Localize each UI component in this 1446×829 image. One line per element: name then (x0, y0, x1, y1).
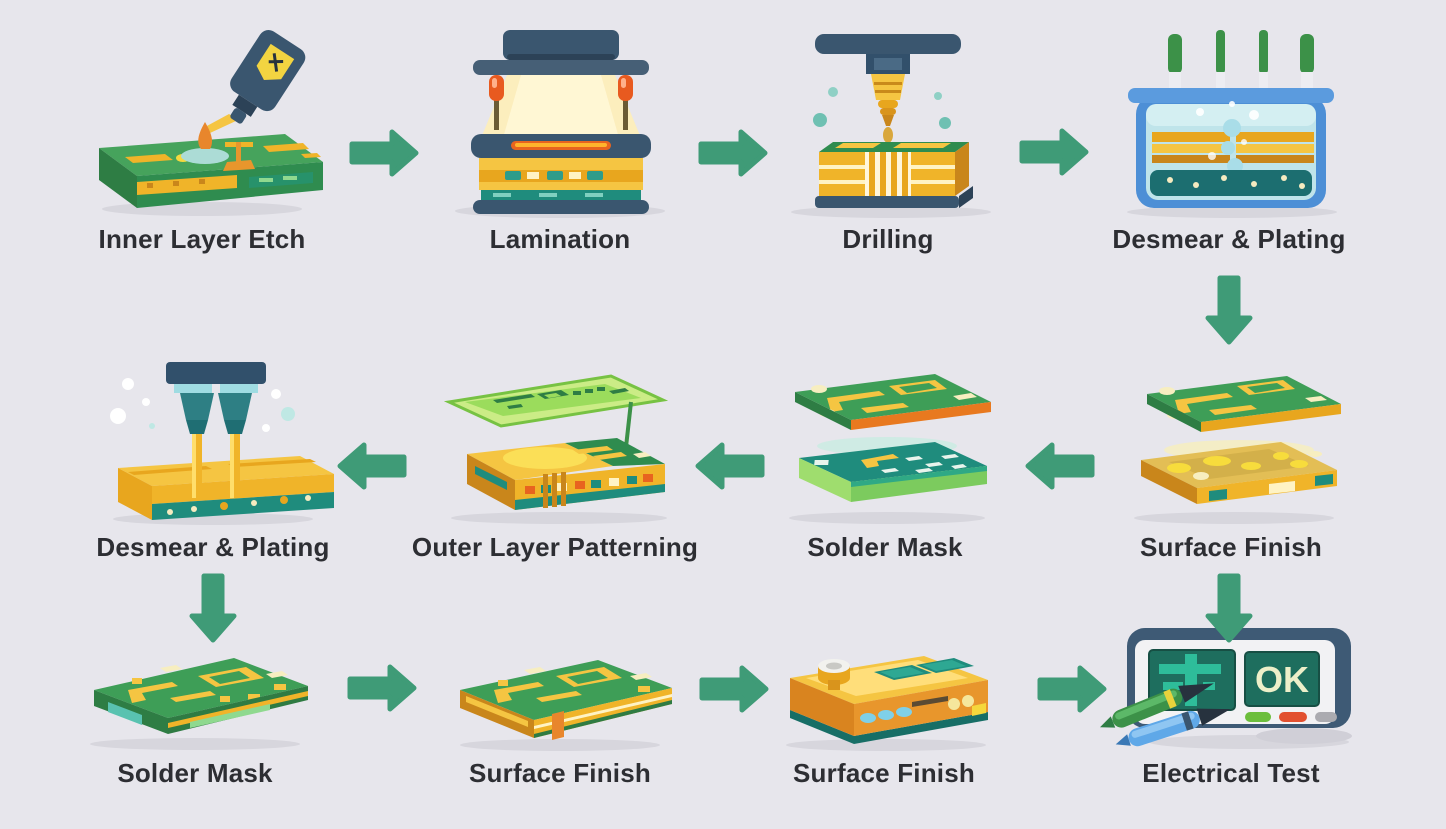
step-inner-layer-etch: Inner Layer Etch (27, 26, 377, 255)
step-desmear-plating-row1: Desmear & Plating (1054, 26, 1404, 255)
tester-with-probes-icon: OK (1099, 628, 1352, 749)
blue-probe-icon (1115, 708, 1230, 747)
exploded-boards-green-icon (789, 374, 991, 524)
film-over-board-icon (443, 374, 669, 524)
arrow-right-icon (346, 662, 418, 714)
arrow-right-icon (697, 127, 769, 179)
arrow-right-icon (348, 127, 420, 179)
step-desmear-plating-row2: Desmear & Plating (38, 356, 388, 563)
step-surface-finish-row3: Surface Finish (385, 636, 735, 789)
step-label: Electrical Test (1142, 758, 1320, 788)
arrow-down-icon (1203, 274, 1255, 346)
green-probe-icon (1099, 683, 1214, 728)
arrow-right-icon (1018, 126, 1090, 178)
ok-display-text: OK (1255, 659, 1309, 700)
plating-bath-tank-icon (1127, 30, 1337, 218)
plating-nozzles-board-icon (110, 362, 334, 525)
step-label: Surface Finish (793, 758, 975, 788)
lamination-press-icon (455, 30, 665, 218)
step-label: Desmear & Plating (1112, 224, 1346, 254)
gold-device-box-icon (785, 656, 988, 751)
arrow-down-icon (187, 572, 239, 644)
arrow-left-icon (1024, 440, 1096, 492)
step-label: Outer Layer Patterning (411, 532, 699, 562)
step-label: Desmear & Plating (96, 532, 330, 562)
step-label: Drilling (842, 224, 934, 254)
drill-over-stack-icon (791, 34, 991, 218)
step-surface-finish-row3-device: Surface Finish (709, 636, 1059, 789)
step-label: Surface Finish (469, 758, 651, 788)
arrow-right-icon (1036, 663, 1108, 715)
step-label: Solder Mask (117, 758, 273, 788)
green-pcb-board-icon (90, 658, 308, 750)
arrow-right-icon (698, 663, 770, 715)
step-solder-mask-row3: Solder Mask (20, 636, 370, 789)
step-solder-mask-row2: Solder Mask (710, 356, 1060, 563)
status-light-red (1278, 712, 1307, 722)
step-lamination: Lamination (385, 26, 735, 255)
step-electrical-test: OK Electric (1056, 628, 1406, 789)
step-label: Inner Layer Etch (98, 224, 306, 254)
step-label: Surface Finish (1140, 532, 1322, 562)
status-light-gray (1314, 712, 1337, 722)
step-surface-finish-row2: Surface Finish (1056, 356, 1406, 563)
status-light-green (1244, 712, 1271, 722)
step-outer-layer-patterning: Outer Layer Patterning (380, 356, 730, 563)
arrow-left-icon (336, 440, 408, 492)
gold-edge-pcb-board-icon (460, 660, 672, 751)
step-label: Solder Mask (807, 532, 963, 562)
arrow-down-icon (1203, 572, 1255, 644)
etchant-bottle-over-pcb-icon (99, 30, 323, 216)
step-label: Lamination (489, 224, 631, 254)
step-drilling: Drilling (713, 26, 1063, 255)
exploded-boards-gold-icon (1133, 376, 1341, 524)
arrow-left-icon (694, 440, 766, 492)
